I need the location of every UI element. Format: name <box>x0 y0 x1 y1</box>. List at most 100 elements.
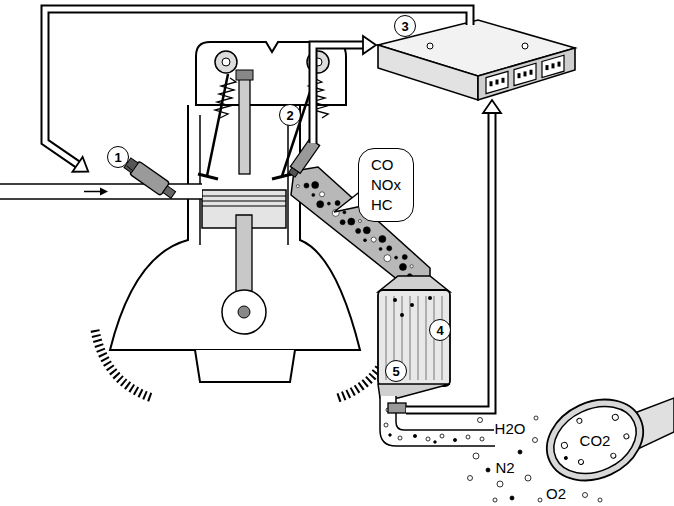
converter-honeycomb <box>426 296 427 380</box>
gas-molecule <box>466 435 470 439</box>
exhaust-particle <box>317 201 324 208</box>
gas-molecule <box>563 455 568 460</box>
intake-valve-head <box>198 174 218 179</box>
exhaust-particle <box>343 211 346 214</box>
intake-pipe-wall <box>0 198 202 200</box>
engine-block <box>110 105 360 350</box>
gas-molecule <box>440 434 444 438</box>
connecting-rod <box>236 215 252 302</box>
gas-molecule <box>486 468 490 472</box>
gas-molecule <box>623 433 630 440</box>
connector-pin <box>524 71 527 76</box>
gas-molecule <box>560 441 568 449</box>
exhaust-particle <box>428 296 432 300</box>
piston-ring <box>202 206 286 207</box>
oxygen-sensor <box>388 403 406 413</box>
connector-pin <box>558 62 561 67</box>
chemical-formula: N2 <box>494 459 515 476</box>
exhaust-valve-head <box>272 174 292 179</box>
exhaust-particle <box>312 182 319 189</box>
ecu-connector <box>514 63 536 85</box>
chemical-formula: O2 <box>545 485 567 502</box>
exhaust-particle <box>358 220 361 223</box>
exhaust-particle <box>340 220 345 225</box>
exhaust-particle <box>402 255 407 260</box>
exhaust-particle <box>395 256 398 259</box>
crankshaft <box>222 290 266 334</box>
airflow-arrow-head <box>100 188 108 196</box>
gas-molecule <box>434 441 437 444</box>
connector-pin <box>496 80 499 85</box>
oxygen-sensor-body <box>290 139 319 174</box>
crankshaft-pin <box>238 306 250 318</box>
signal-arrow-head <box>363 36 376 54</box>
gas-molecule <box>453 438 456 441</box>
gas-molecule <box>413 434 416 437</box>
catalytic-converter <box>378 290 450 386</box>
gas-molecule <box>525 475 531 481</box>
node-text: CO2 <box>580 432 611 449</box>
exhaust-particle <box>320 192 325 197</box>
gas-molecule <box>473 453 479 459</box>
exhaust-particle <box>363 227 370 234</box>
tail-pipe <box>380 396 495 446</box>
converter-outlet-cone <box>378 384 450 398</box>
gas-molecule <box>493 498 497 502</box>
exhaust-particle <box>387 246 392 251</box>
signal-arrow-head <box>483 100 501 113</box>
magnifier-lens: CO2 <box>543 400 647 480</box>
leader-line <box>127 166 133 171</box>
ecu-connector <box>542 55 564 77</box>
signal-arrow <box>45 9 470 166</box>
exhaust-particle <box>384 255 391 262</box>
camshaft-hub <box>222 58 230 66</box>
lens-ring <box>534 384 657 495</box>
signal-arrow <box>45 9 470 166</box>
connector-pin <box>518 73 521 78</box>
gas-molecule <box>497 481 503 487</box>
gas-molecule <box>611 413 619 421</box>
connector-pin <box>546 65 549 70</box>
signal-arrow-head <box>72 157 88 172</box>
oxygen-sensor-tip <box>289 168 299 178</box>
connector-pin <box>490 81 493 86</box>
gas-molecule <box>518 450 522 454</box>
converter-honeycomb <box>410 296 411 380</box>
gas-molecule <box>384 423 388 427</box>
gas-molecule <box>534 416 538 420</box>
intake-pipe <box>0 184 202 199</box>
signal-arrow <box>313 45 366 143</box>
gas-molecule <box>538 498 542 502</box>
exhaust-particle <box>410 265 413 268</box>
connector-pin <box>552 63 555 68</box>
ecu-screw <box>522 43 528 49</box>
exhaust-particle <box>364 239 367 242</box>
gas-molecule <box>578 459 585 466</box>
control-unit <box>478 48 575 100</box>
connector-pin <box>530 70 533 75</box>
cylinder-wall <box>199 115 201 245</box>
exhaust-particle <box>335 201 340 206</box>
signal-arrow <box>313 45 366 143</box>
camshaft <box>215 51 237 73</box>
spark-plug-cap <box>236 70 253 80</box>
ecu-connector <box>486 71 508 93</box>
lens-glass <box>543 394 647 487</box>
signal-arrow <box>406 110 492 410</box>
exhaust-particle <box>348 218 355 225</box>
airflow-arrow <box>84 191 100 193</box>
piston-ring <box>202 201 286 202</box>
spark-plug <box>239 78 250 174</box>
exhaust-particle <box>379 236 386 243</box>
fuel-injector <box>123 156 178 201</box>
cylinder-head <box>196 42 346 105</box>
oil-pan <box>195 350 295 382</box>
gas-molecule <box>598 498 602 502</box>
gas-molecule <box>389 434 392 437</box>
connector-pin <box>502 78 505 83</box>
exhaust-particle <box>379 247 382 250</box>
chemical-formula: H2O <box>494 420 527 437</box>
callout-number: 3 <box>394 15 416 37</box>
lens-ring <box>534 384 657 495</box>
